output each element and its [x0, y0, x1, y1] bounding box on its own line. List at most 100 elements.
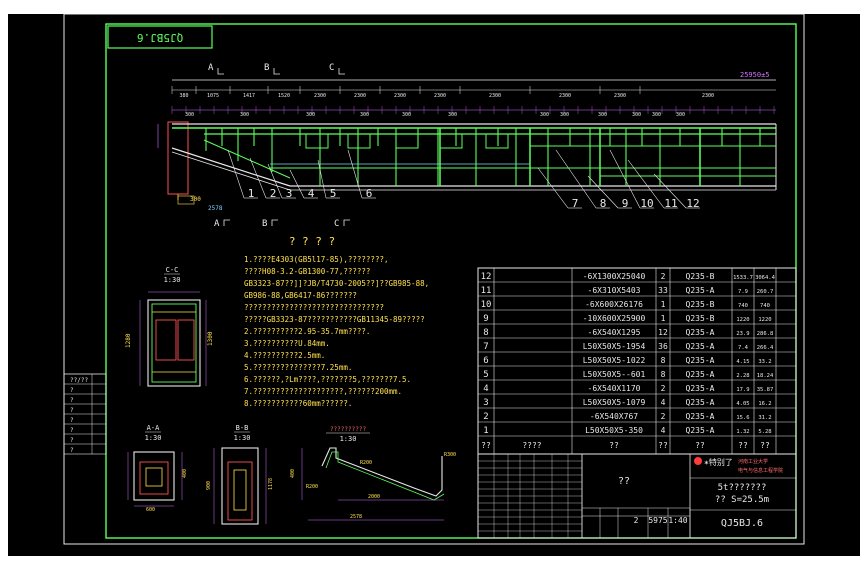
bom-cell-w2: 286.8	[757, 331, 774, 337]
bom-header-cell: ??	[738, 441, 748, 450]
view-detail-label: ??????????	[330, 426, 367, 433]
drawing-no-top: QJ5BJ.6	[137, 31, 183, 44]
bom-cell-no: 7	[483, 342, 488, 352]
view-detail: ?????????? 1:30 2000 2578 R200 R200 R300…	[290, 426, 456, 521]
bom-cell-mat: Q235-B	[686, 314, 715, 323]
drawing-no-box	[107, 25, 213, 49]
bom-cell-spec: L50X50X5-1954	[583, 342, 646, 351]
top-dim-label: 380	[179, 93, 188, 99]
svg-text:1178: 1178	[268, 478, 274, 490]
view-cc-label: C-C	[166, 266, 179, 274]
view-cc-scale: 1:30	[164, 276, 181, 284]
bom-cell-mat: Q235-B	[686, 300, 715, 309]
svg-text:2578: 2578	[350, 514, 362, 520]
bom-cell-no: 11	[481, 286, 492, 296]
section-mark-bottom: C	[334, 219, 339, 229]
svg-text:400: 400	[182, 469, 188, 478]
bom-cell-no: 10	[481, 300, 492, 310]
bom-cell-spec: L50X50X5-1079	[583, 398, 646, 407]
bom-cell-w1: 15.6	[736, 415, 749, 421]
view-cc: C-C 1:30 1280 1300	[125, 266, 214, 387]
company-sub2: 电气与信息工程学院	[738, 467, 783, 474]
svg-text:R300: R300	[444, 452, 456, 458]
note-line: GB3323-87??]]?JB/T4730-2005??]??GB985-88…	[244, 279, 429, 288]
left-strip-cell: ?	[70, 417, 74, 424]
bom-cell-qty: 4	[661, 398, 666, 407]
bom-header-cell: ??	[658, 441, 668, 450]
part-name: ??	[618, 476, 630, 487]
bom-cell-no: 4	[483, 384, 488, 394]
bom-cell-no: 8	[483, 328, 488, 338]
bom-cell-spec: -6X310X5403	[588, 286, 641, 295]
note-line: ?????GB3323-87???????????GB11345-89?????	[244, 315, 425, 324]
bom-cell-mat: Q235-A	[686, 328, 715, 337]
part-balloon: 5	[330, 187, 337, 200]
view-bb: B-B 1:30 900 1178	[206, 424, 274, 525]
svg-text:1280: 1280	[125, 333, 132, 348]
svg-text:2000: 2000	[368, 494, 380, 500]
inner-frame	[105, 23, 797, 539]
part-balloon: 1	[248, 187, 255, 200]
top-dim-label: 2300	[489, 93, 501, 99]
svg-text:300: 300	[402, 112, 411, 118]
bom-cell-w1: 740	[738, 303, 748, 309]
part-balloon: 7	[572, 197, 579, 210]
part-balloon: 10	[640, 197, 653, 210]
bom-cell-w1: 7.4	[738, 345, 749, 351]
company-name: ✶特别了	[704, 457, 733, 467]
view-aa-label: A-A	[147, 424, 160, 432]
bom-cell-spec: -6X540X1170	[588, 384, 641, 393]
sheet-number: 2	[634, 516, 639, 525]
top-dim-label: 1520	[278, 93, 290, 99]
svg-text:1300: 1300	[207, 331, 214, 346]
bom-cell-w1: 23.9	[736, 331, 749, 337]
bom-cell-qty: 8	[661, 370, 666, 379]
bom-cell-spec: -6X540X1295	[588, 328, 641, 337]
total-weight: 5975	[648, 516, 667, 525]
note-line: GB986-88,GB6417-86???????	[244, 291, 357, 300]
bom-cell-qty: 12	[658, 328, 668, 337]
left-strip-cell: ?	[70, 407, 74, 414]
left-strip-cell: ?	[70, 397, 74, 404]
note-line: 5.???????????????7.25mm.	[244, 363, 352, 372]
bom-cell-spec: L50X50X5-350	[585, 426, 643, 435]
bom-cell-w2: 266.4	[757, 345, 774, 351]
bom-cell-w2: 740	[760, 303, 770, 309]
note-line: 4.??????????2.5mm.	[244, 351, 325, 360]
bom-cell-w2: 33.2	[758, 359, 771, 365]
company-logo-icon	[694, 457, 702, 465]
note-line: 7.????????????????????,??????200mm.	[244, 387, 402, 396]
bom-cell-w1: 2.28	[736, 373, 749, 379]
top-dim-label: 2300	[434, 93, 446, 99]
bom-cell-no: 9	[483, 314, 488, 324]
bom-cell-w2: 1220	[758, 317, 771, 323]
part-balloon: 8	[600, 197, 607, 210]
bom-cell-no: 12	[481, 272, 492, 282]
svg-text:300: 300	[540, 112, 549, 118]
note-line: 1.????E4303(GB5l17-85),????????,	[244, 255, 389, 264]
bom-cell-w2: 18.24	[757, 373, 774, 379]
svg-text:300: 300	[652, 112, 661, 118]
notes-title: ? ? ? ?	[289, 235, 335, 248]
svg-text:900: 900	[206, 481, 212, 490]
left-strip-cell: ?	[70, 437, 74, 444]
top-dim-label: 1075	[207, 93, 219, 99]
top-dim-label: 2300	[614, 93, 626, 99]
part-balloon: 3	[286, 187, 293, 200]
bom-cell-w2: 260.7	[757, 289, 774, 295]
svg-text:400: 400	[290, 469, 296, 478]
bom-cell-w2: 5.28	[758, 429, 771, 435]
bom-cell-mat: Q235-B	[686, 272, 715, 281]
bom-cell-no: 3	[483, 398, 488, 408]
bom-cell-spec: -10X600X25900	[583, 314, 646, 323]
bom-cell-w2: 35.87	[757, 387, 774, 393]
title-block: ?? ✶特别了 河南工业大学 电气与信息工程学院 5t??????? ?? S=…	[477, 453, 797, 539]
bom-cell-no: 2	[483, 412, 488, 422]
svg-text:300: 300	[306, 112, 315, 118]
